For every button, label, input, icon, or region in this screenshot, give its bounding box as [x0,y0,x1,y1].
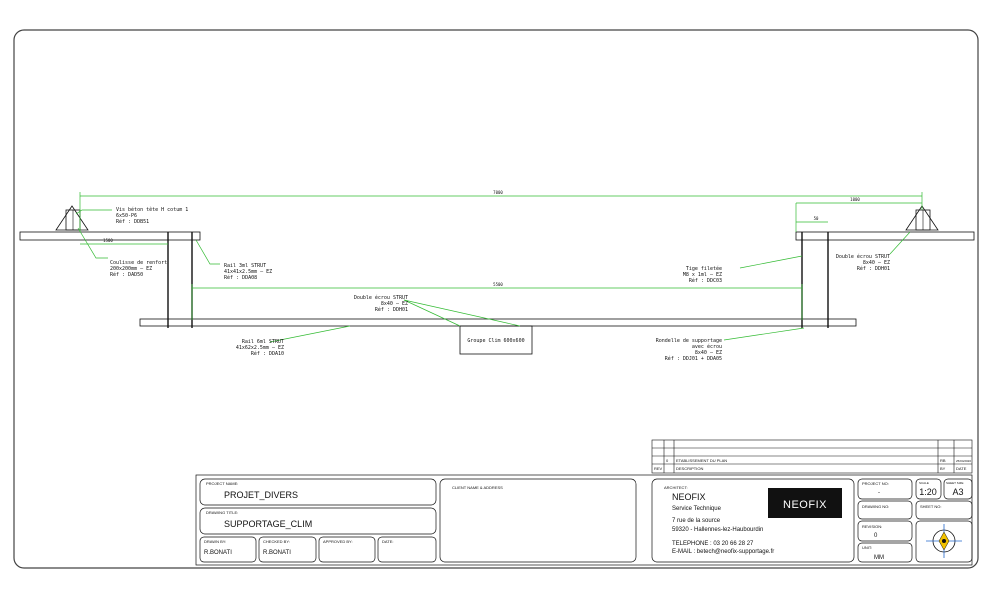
svg-text:Réf : DDB51: Réf : DDB51 [116,218,149,225]
company-address-2: 59320 - Hallennes-lez-Haubourdin [672,527,763,533]
svg-text:8x40 – EZ: 8x40 – EZ [863,260,890,266]
svg-text:Vis béton tête H cotum 1: Vis béton tête H cotum 1 [116,206,188,213]
svg-text:Réf : DDH01: Réf : DDH01 [375,306,408,313]
callout-double-ecrou-center: Double écrou STRUT 8x40 – EZ Réf : DDH01 [354,294,408,313]
project-no-value: - [878,490,880,496]
checked-by-label: CHECKED BY: [263,539,290,544]
rev-row-num: 0 [666,458,669,463]
svg-text:Réf : DDC03: Réf : DDC03 [689,277,722,284]
sheet-no-label: SHEET NO: [920,504,942,509]
drawing-no-label: DRAWING NO: [862,504,889,509]
scale-label: SCALE [919,481,929,485]
rev-row-by: RB [940,458,946,463]
company-email: E-MAIL : betech@neofix-supportage.fr [672,549,774,555]
svg-text:6x50-P6: 6x50-P6 [116,213,137,219]
revision-label: REVISION: [862,524,882,529]
revision-value: 0 [874,533,878,539]
drawing-area: Groupe Clim 600x600 7000 1000 50 1500 55… [19,190,975,362]
svg-text:Double écrou STRUT: Double écrou STRUT [836,253,890,260]
project-name-label: PROJECT NAME: [206,481,238,486]
svg-text:Rail 6ml STRUT: Rail 6ml STRUT [242,339,284,345]
architect-label: ARCHITECT: [664,485,688,490]
drawn-by-value: R.BONATI [204,550,232,556]
svg-text:Tige filetée: Tige filetée [686,265,722,272]
unit-label: UNIT: [862,545,872,550]
scale-value: 1:20 [919,487,937,497]
svg-text:200x200mm – EZ: 200x200mm – EZ [110,266,152,272]
svg-text:Réf : DDH01: Réf : DDH01 [857,265,890,272]
date-label: DATE: [382,539,393,544]
company-service: Service Technique [672,506,722,512]
svg-text:Rondelle de supportage: Rondelle de supportage [656,338,722,344]
drawing-title-label: DRAWING TITLE: [206,510,238,515]
svg-text:Rail 3ml STRUT: Rail 3ml STRUT [224,263,266,269]
sheet-size-label: SHEET SIZE [946,481,963,485]
left-plinth [19,231,201,241]
compass-icon [926,524,962,558]
project-no-label: PROJECT NO: [862,481,889,486]
rev-row-date: 25/04/2020 [956,459,971,463]
svg-text:8x40 – EZ: 8x40 – EZ [381,301,408,307]
company-name: NEOFIX [672,492,706,502]
project-name-value: PROJET_DIVERS [224,490,298,500]
rev-header-date: DATE [956,466,967,471]
rev-header-by: BY [940,466,946,471]
callout-coulisse: Coulisse de renfort 200x200mm – EZ Réf :… [110,260,167,278]
svg-text:41x62x2.5mm – EZ: 41x62x2.5mm – EZ [236,345,284,351]
company-logo-text: NEOFIX [783,499,827,511]
callout-rail-3ml: Rail 3ml STRUT 41x41x2.5mm – EZ Réf : DD… [224,263,272,281]
callout-double-ecrou-right: Double écrou STRUT 8x40 – EZ Réf : DDH01 [836,253,890,272]
company-logo [768,488,842,518]
sheet-border [13,29,979,569]
svg-text:avec écrou: avec écrou [692,343,722,350]
equipment-label: Groupe Clim 600x600 [467,338,524,344]
company-phone: TELEPHONE : 03 20 66 28 27 [672,541,754,547]
client-label: CLIENT NAME & ADDRESS [452,485,503,490]
unit-value: MM [874,555,884,561]
rev-header-description: DESCRIPTION [676,466,703,471]
callout-rail-6ml: Rail 6ml STRUT 41x62x2.5mm – EZ Réf : DD… [236,339,284,357]
svg-text:41x41x2.5mm – EZ: 41x41x2.5mm – EZ [224,269,272,275]
rev-header-rev: REV [654,466,663,471]
svg-text:Réf : DDA10: Réf : DDA10 [251,350,284,357]
callout-vis-beton: Vis béton tête H cotum 1 6x50-P6 Réf : D… [116,206,188,225]
title-block [195,474,973,566]
svg-text:8x40 – EZ: 8x40 – EZ [695,350,722,356]
drawn-by-label: DRAWN BY: [204,539,226,544]
dim-overall: 7000 [493,190,503,195]
svg-text:Réf : DDJ01 + DDA05: Réf : DDJ01 + DDA05 [665,355,722,362]
svg-text:Double écrou STRUT: Double écrou STRUT [354,294,408,301]
callout-tige-filetee: Tige filetée M8 x 1ml – EZ Réf : DDC03 [683,265,722,284]
svg-text:M8 x 1ml – EZ: M8 x 1ml – EZ [683,272,722,278]
rev-row-description: ETABLISSEMENT DU PLAN [676,458,727,463]
dim-right-offset: 50 [814,216,819,221]
equipment-box [459,325,533,355]
drawing-title-value: SUPPORTAGE_CLIM [224,519,312,529]
svg-text:Coulisse de renfort: Coulisse de renfort [110,260,167,266]
company-address-1: 7 rue de la source [672,518,721,524]
svg-text:Réf : DDA08: Réf : DDA08 [224,274,257,281]
svg-text:Réf : DAD50: Réf : DAD50 [110,271,143,278]
revision-table [651,439,973,474]
sheet-size-value: A3 [952,487,963,497]
dim-left-offset: 1500 [103,238,113,243]
right-plinth [795,231,975,241]
callout-rondelle: Rondelle de supportage avec écrou 8x40 –… [656,338,722,362]
approved-by-label: APPROVED BY: [323,539,353,544]
checked-by-value: R.BONATI [263,550,291,556]
lower-rail [139,318,857,327]
dim-right-span: 1000 [850,197,860,202]
dim-inner-span: 5500 [493,282,503,287]
